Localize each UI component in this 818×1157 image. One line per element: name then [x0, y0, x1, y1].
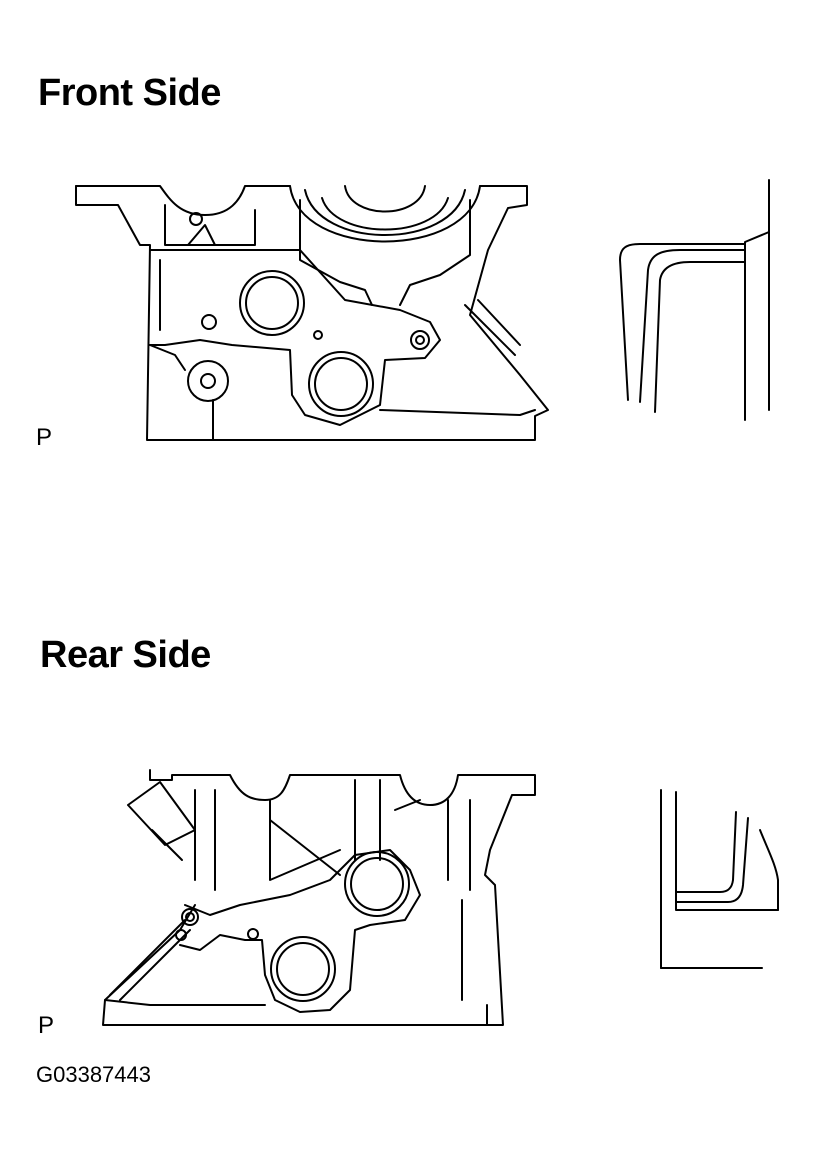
front-side-title: Front Side	[38, 72, 221, 114]
figure-id: G03387443	[36, 1062, 151, 1087]
front-seal-detail	[619, 179, 770, 421]
rear-seal-marker: P	[38, 1012, 55, 1039]
rear-side-title: Rear Side	[40, 634, 211, 676]
front-cylinder-head-drawing	[75, 185, 549, 441]
rear-cylinder-head-drawing	[102, 769, 536, 1026]
front-seal-marker: P	[36, 424, 53, 451]
rear-seal-detail	[660, 789, 779, 969]
